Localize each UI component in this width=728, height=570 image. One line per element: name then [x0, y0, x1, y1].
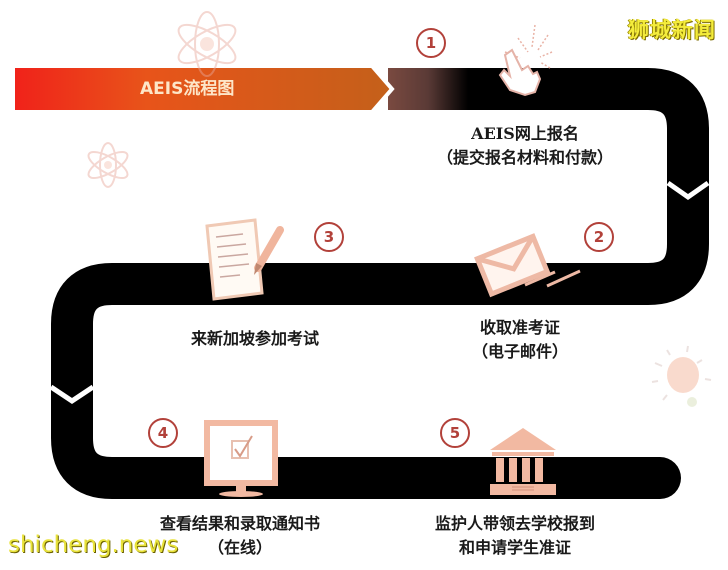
step-number-5: 5: [440, 418, 470, 448]
step-number-1: 1: [416, 28, 446, 58]
atom-icon: [177, 11, 237, 77]
step-4-line-1: 查看结果和录取通知书: [159, 514, 320, 533]
monitor-checkbox-icon: [204, 420, 278, 497]
step-1-line-2: （提交报名材料和付款）: [436, 148, 613, 167]
chevron-down-icon: [666, 180, 710, 201]
step-2-label: 收取准考证 （电子邮件）: [460, 316, 580, 364]
step-2-line-2: （电子邮件）: [471, 342, 568, 361]
lightbulb-icon: [651, 345, 712, 407]
step-4-label: 查看结果和录取通知书 （在线）: [140, 512, 340, 560]
step-3-label: 来新加坡参加考试: [160, 327, 350, 351]
pointing-hand-click-icon: [498, 24, 553, 97]
page-title: AEIS流程图: [140, 79, 235, 99]
step-1-label: AEIS网上报名 （提交报名材料和付款）: [410, 122, 640, 170]
envelope-mail-icon: [474, 233, 551, 298]
step-5-line-1: 监护人带领去学校报到: [434, 514, 595, 533]
school-building-icon: [490, 428, 556, 495]
step-2-line-1: 收取准考证: [479, 318, 560, 337]
step-3-line-1: 来新加坡参加考试: [190, 329, 319, 348]
step-number-2: 2: [584, 222, 614, 252]
atom-icon: [87, 142, 129, 188]
step-number-4: 4: [148, 418, 178, 448]
step-5-line-2: 和申请学生准证: [458, 538, 571, 557]
paper-pencil-icon: [205, 218, 284, 301]
watermark-logo-en: shicheng.news: [8, 532, 179, 558]
step-4-line-2: （在线）: [207, 538, 272, 557]
step-number-3: 3: [314, 222, 344, 252]
chevron-down-icon: [49, 384, 95, 405]
step-5-label: 监护人带领去学校报到 和申请学生准证: [410, 512, 620, 560]
step-1-line-1: AEIS网上报名: [471, 124, 579, 143]
watermark-logo-cn: 狮城新闻: [628, 18, 716, 42]
